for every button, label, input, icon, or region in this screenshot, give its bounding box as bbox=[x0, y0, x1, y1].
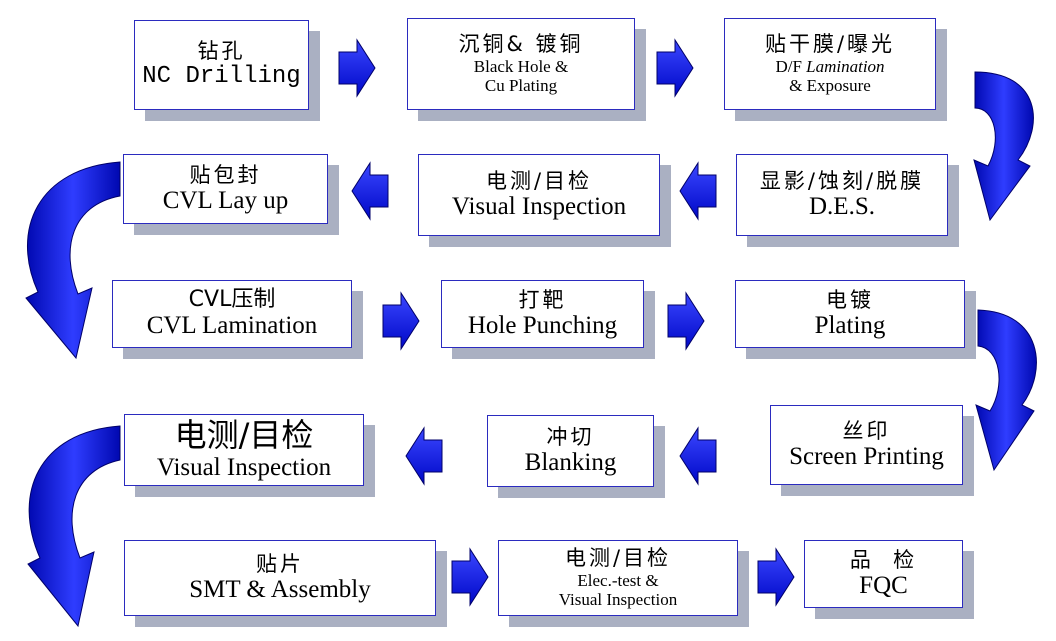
step-en-label: Plating bbox=[814, 311, 886, 339]
step-cn-label: 沉铜& 镀铜 bbox=[458, 32, 584, 57]
step-cn-label: 品 检 bbox=[849, 547, 918, 572]
step-en-label: FQC bbox=[859, 571, 908, 599]
step-hole-punching: 打靶 Hole Punching bbox=[441, 280, 644, 348]
step-black-hole-cu-plating: 沉铜& 镀铜 Black Hole & Cu Plating bbox=[407, 18, 635, 110]
step-en-label: NC Drilling bbox=[142, 63, 301, 91]
step-cvl-lamination: CVL压制 CVL Lamination bbox=[112, 280, 352, 348]
step-en-label: CVL Lamination bbox=[146, 312, 318, 340]
arrow-left-3 bbox=[405, 426, 443, 486]
curve-arrow-right-1 bbox=[973, 71, 1034, 222]
step-en-label-1: Black Hole & bbox=[473, 56, 569, 76]
arrow-right-5 bbox=[451, 547, 489, 607]
arrow-left-2 bbox=[679, 161, 717, 221]
step-en-label: SMT & Assembly bbox=[189, 575, 371, 603]
step-en-label: Hole Punching bbox=[467, 311, 618, 339]
step-en-label: Screen Printing bbox=[789, 442, 944, 470]
step-en-label-2: & Exposure bbox=[789, 76, 871, 96]
curve-arrow-left-2 bbox=[27, 425, 121, 628]
step-cn-label: 电镀 bbox=[826, 287, 874, 312]
step-en-label: Blanking bbox=[524, 448, 617, 476]
curve-arrow-right-2 bbox=[975, 309, 1037, 472]
step-cn-label: 贴干膜/曝光 bbox=[764, 32, 896, 57]
step-en-label-1a: D/F bbox=[775, 56, 807, 76]
step-cvl-lay-up: 贴包封 CVL Lay up bbox=[123, 154, 328, 224]
step-cn-label: 电测/目检 bbox=[485, 168, 593, 193]
step-cn-label: 贴片 bbox=[256, 551, 304, 576]
step-visual-inspection-2: 电测/目检 Visual Inspection bbox=[124, 414, 364, 486]
step-screen-printing: 丝印 Screen Printing bbox=[770, 405, 963, 485]
arrow-right-2 bbox=[656, 38, 694, 98]
step-des: 显影/蚀刻/脱膜 D.E.S. bbox=[736, 154, 948, 236]
curve-arrow-left-1 bbox=[25, 161, 121, 360]
arrow-left-4 bbox=[679, 426, 717, 486]
step-en-label: Visual Inspection bbox=[156, 454, 332, 482]
step-en-label: Visual Inspection bbox=[451, 192, 627, 220]
step-smt-assembly: 贴片 SMT & Assembly bbox=[124, 540, 436, 616]
step-cn-label: 显影/蚀刻/脱膜 bbox=[759, 168, 925, 193]
step-cn-label: CVL压制 bbox=[188, 286, 276, 312]
step-plating: 电镀 Plating bbox=[735, 280, 965, 348]
arrow-right-4 bbox=[667, 291, 705, 351]
step-fqc: 品 检 FQC bbox=[804, 540, 963, 608]
step-cn-label: 贴包封 bbox=[189, 162, 262, 187]
step-en-label-1: D/F Lamination bbox=[775, 57, 884, 77]
arrow-right-6 bbox=[757, 547, 795, 607]
step-cn-label: 电测/目检 bbox=[564, 546, 672, 571]
step-nc-drilling: 钻孔 NC Drilling bbox=[134, 20, 309, 110]
step-cn-label: 冲切 bbox=[546, 424, 595, 449]
step-blanking: 冲切 Blanking bbox=[487, 415, 654, 487]
step-df-lamination-exposure: 贴干膜/曝光 D/F Lamination & Exposure bbox=[724, 18, 936, 110]
step-cn-label: 钻孔 bbox=[197, 39, 246, 64]
step-cn-label: 电测/目检 bbox=[174, 416, 314, 455]
step-elec-test-visual-inspection: 电测/目检 Elec.-test & Visual Inspection bbox=[498, 540, 738, 616]
step-en-label-1b: Lamination bbox=[806, 56, 885, 76]
arrow-right-1 bbox=[338, 38, 376, 98]
step-en-label-1: Elec.-test & bbox=[577, 570, 659, 590]
step-en-label: D.E.S. bbox=[809, 192, 875, 220]
step-cn-label: 丝印 bbox=[842, 418, 891, 443]
arrow-right-3 bbox=[382, 291, 420, 351]
step-en-label: CVL Lay up bbox=[162, 186, 289, 214]
step-cn-label: 打靶 bbox=[518, 287, 567, 312]
step-en-label-2: Visual Inspection bbox=[558, 590, 678, 610]
step-visual-inspection-1: 电测/目检 Visual Inspection bbox=[418, 154, 660, 236]
arrow-left-1 bbox=[351, 161, 389, 221]
step-en-label-2: Cu Plating bbox=[484, 76, 558, 96]
